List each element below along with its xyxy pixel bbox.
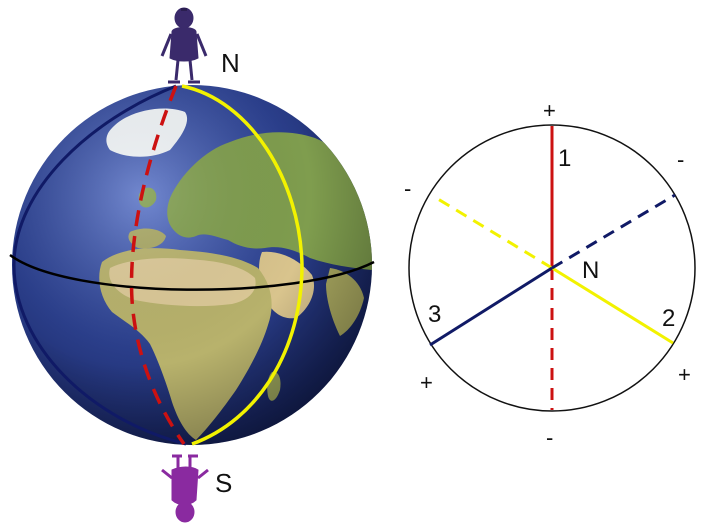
compass-diagram: N 1 2 3 + - + - + - [404, 98, 696, 450]
meridian-navy [12, 84, 187, 446]
north-pole-label: N [221, 48, 240, 78]
sign-line3-opposite: - [677, 147, 684, 172]
north-figure [160, 7, 208, 84]
meridian-red-dashed [129, 85, 186, 446]
meridian-yellow [181, 84, 304, 446]
sign-line1-bottom: - [546, 425, 553, 450]
line-2-dashed [432, 194, 553, 270]
south-figure [161, 454, 209, 523]
globe [9, 84, 375, 446]
south-pole-label: S [215, 468, 232, 498]
line-2-label: 2 [662, 305, 675, 332]
compass-circle [408, 124, 696, 412]
sign-line2-end: + [678, 362, 691, 387]
equator-line [9, 253, 375, 291]
sign-line1-top: + [543, 98, 556, 123]
sign-line3-end: + [420, 370, 433, 395]
globe-shading [12, 85, 372, 445]
sign-line2-opposite: - [404, 176, 411, 201]
line-2-solid [551, 266, 674, 345]
compass-center-label: N [582, 257, 599, 284]
line-3-solid [429, 266, 553, 347]
line-1-label: 1 [558, 145, 571, 172]
line-3-dashed [551, 193, 676, 270]
line-3-label: 3 [428, 301, 441, 328]
